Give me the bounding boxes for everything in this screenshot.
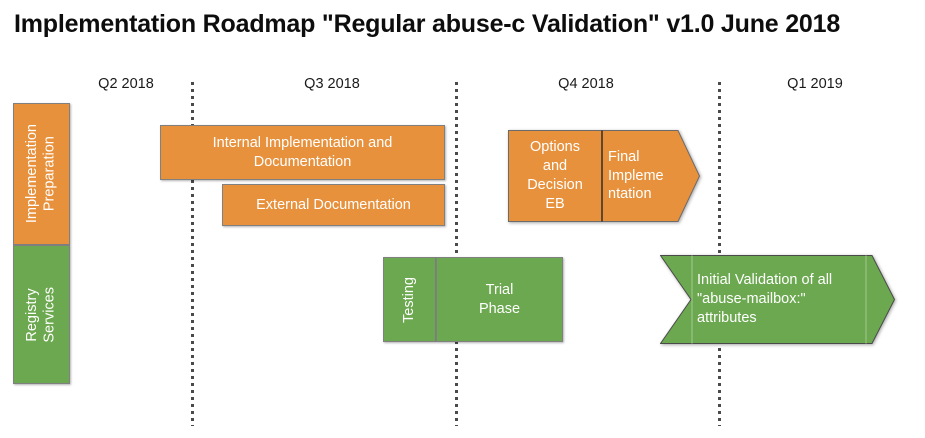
swimlane-label-registry-services: Registry Services: [23, 286, 58, 343]
arrow-q4-body: [508, 130, 700, 222]
task-options-and-decision-eb: Options and Decision EB: [527, 139, 583, 212]
task-internal-implementation-and-documentation: Internal Implementation and Documentatio…: [160, 125, 445, 180]
task-final-implementation: Final Impleme ntation: [608, 148, 664, 203]
swimlane-label-implementation-preparation: Implementation Preparation: [23, 124, 58, 224]
task-initial-validation-label: Initial Validation of all "abuse-mailbox…: [697, 271, 833, 327]
chevron-initial-validation-body: [660, 255, 895, 344]
quarter-label-q2-2018: Q2 2018: [98, 76, 154, 92]
swimlane-registry-services: Registry Services: [13, 245, 70, 384]
page-title: Implementation Roadmap "Regular abuse-c …: [14, 10, 841, 38]
quarter-divider-1: [191, 82, 194, 426]
quarter-label-q4-2018: Q4 2018: [558, 76, 614, 92]
quarter-label-q1-2019: Q1 2019: [787, 76, 843, 92]
task-trial-phase: Trial Phase: [436, 257, 563, 342]
task-chevron-initial-validation: [660, 255, 895, 344]
quarter-label-q3-2018: Q3 2018: [304, 76, 360, 92]
task-testing: Testing: [383, 257, 436, 342]
task-external-documentation: External Documentation: [222, 184, 445, 226]
quarter-divider-2: [455, 82, 458, 426]
swimlane-implementation-preparation: Implementation Preparation: [13, 103, 70, 245]
task-testing-label: Testing: [400, 276, 417, 323]
task-arrow-q4-implementation: [508, 130, 700, 222]
quarter-divider-3: [718, 82, 721, 426]
